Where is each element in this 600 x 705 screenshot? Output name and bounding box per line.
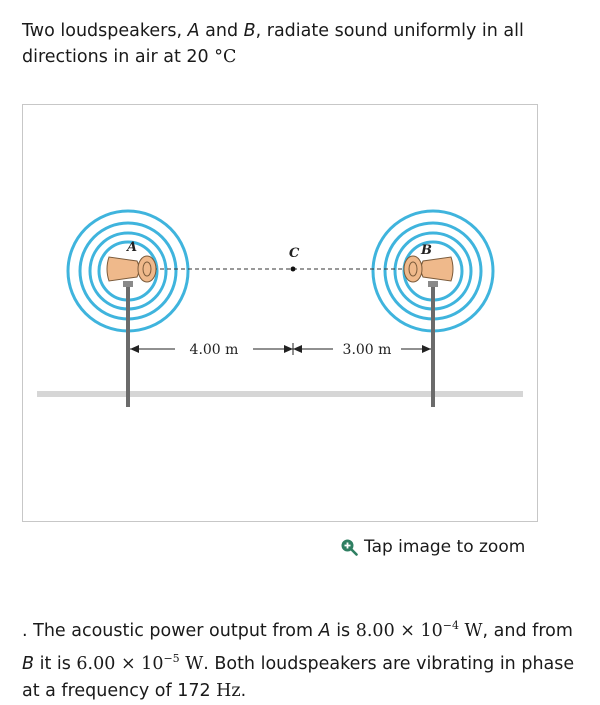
intro-text-2: and [199, 21, 244, 41]
body-both: . Both loudspeakers are vibrating in pha… [22, 653, 575, 701]
speaker-a-icon [106, 255, 157, 287]
magnifier-plus-icon [340, 538, 358, 556]
body-end: . [240, 680, 247, 701]
distance-label-right: 3.00 m [343, 342, 392, 358]
speaker-b-label: B [243, 21, 256, 41]
frequency-unit: Hz [210, 680, 241, 701]
label-b: B [420, 243, 432, 258]
dimension-arrows [130, 343, 431, 355]
body-lead: . The acoustic power output from [22, 620, 319, 641]
power-b-exponent: −5 [163, 651, 180, 665]
ground-line [37, 391, 523, 397]
power-a-times: × 10 [394, 620, 443, 641]
power-b-times: × 10 [115, 653, 164, 674]
speaker-a-label: A [187, 21, 200, 41]
power-a-value: 8.00 × 10−4 W [355, 619, 483, 641]
label-a: A [125, 240, 137, 255]
frequency-value: 172 [177, 680, 211, 701]
intro-text-1: Two loudspeakers, [22, 21, 188, 41]
intro-text-3: , radiate sound uniformly in all directi… [22, 21, 524, 67]
power-a-exponent: −4 [442, 619, 459, 632]
power-a-mantissa: 8.00 [355, 620, 395, 641]
power-b-mantissa: 6.00 [76, 653, 116, 674]
power-b-value: 6.00 × 10−5 W [76, 651, 204, 674]
pole-a [126, 285, 130, 407]
speaker-b-icon [403, 255, 454, 287]
temperature-unit: °C [214, 47, 237, 67]
label-c: C [289, 246, 300, 261]
body-speaker-b: B [22, 653, 35, 674]
question-intro: Two loudspeakers, A and B, radiate sound… [22, 18, 582, 70]
body-speaker-a: A [318, 620, 331, 641]
zoom-label: Tap image to zoom [364, 537, 526, 557]
body-is-1: is [330, 620, 356, 641]
power-a-unit: W [458, 620, 483, 641]
distance-label-left: 4.00 m [190, 342, 239, 358]
body-is-2: it is [34, 653, 77, 674]
tap-to-zoom-link[interactable]: Tap image to zoom [340, 536, 525, 558]
power-b-unit: W [179, 653, 204, 674]
figure-image[interactable]: A B C 4.00 m 3.00 m [22, 104, 538, 522]
body-and-from: , and from [482, 620, 573, 641]
pole-b [431, 285, 435, 407]
question-body: . The acoustic power output from A is 8.… [22, 612, 582, 705]
loudspeaker-diagram: A B C 4.00 m 3.00 m [37, 209, 523, 407]
point-c-marker [290, 266, 296, 272]
